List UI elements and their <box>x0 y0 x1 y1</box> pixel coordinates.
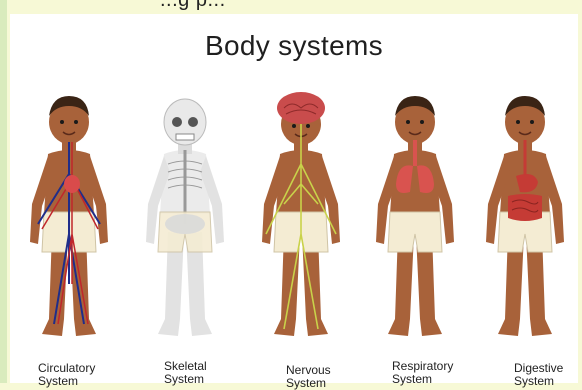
label-nervous: Nervous System <box>286 364 331 390</box>
label-circulatory: Circulatory System <box>38 362 95 388</box>
figure-respiratory: Respiratory System <box>358 84 472 354</box>
child-figure-nervous <box>244 84 358 354</box>
label-nervous-line2: System <box>286 377 331 390</box>
child-figure-skeletal <box>128 84 242 354</box>
page-title: Body systems <box>10 30 578 62</box>
figure-skeletal: Skeletal System <box>128 84 242 354</box>
label-respiratory: Respiratory System <box>392 360 453 386</box>
child-figure-respiratory <box>358 84 472 354</box>
figure-digestive: Digestive System <box>468 84 582 354</box>
label-skeletal: Skeletal System <box>164 360 207 386</box>
child-figure-digestive <box>468 84 582 354</box>
illustration-panel: Body systems <box>10 14 578 383</box>
label-digestive: Digestive System <box>514 362 563 388</box>
label-digestive-line2: System <box>514 375 563 388</box>
body-figures: Circulatory System Skel <box>10 84 578 354</box>
child-figure-circulatory <box>12 84 126 354</box>
cropped-heading-text: ...g p... <box>160 0 226 12</box>
label-respiratory-line2: System <box>392 373 453 386</box>
label-skeletal-line2: System <box>164 373 207 386</box>
figure-circulatory: Circulatory System <box>12 84 126 354</box>
figure-nervous: Nervous System <box>244 84 358 354</box>
label-circulatory-line2: System <box>38 375 95 388</box>
cropped-heading: ...g p... <box>0 0 582 12</box>
